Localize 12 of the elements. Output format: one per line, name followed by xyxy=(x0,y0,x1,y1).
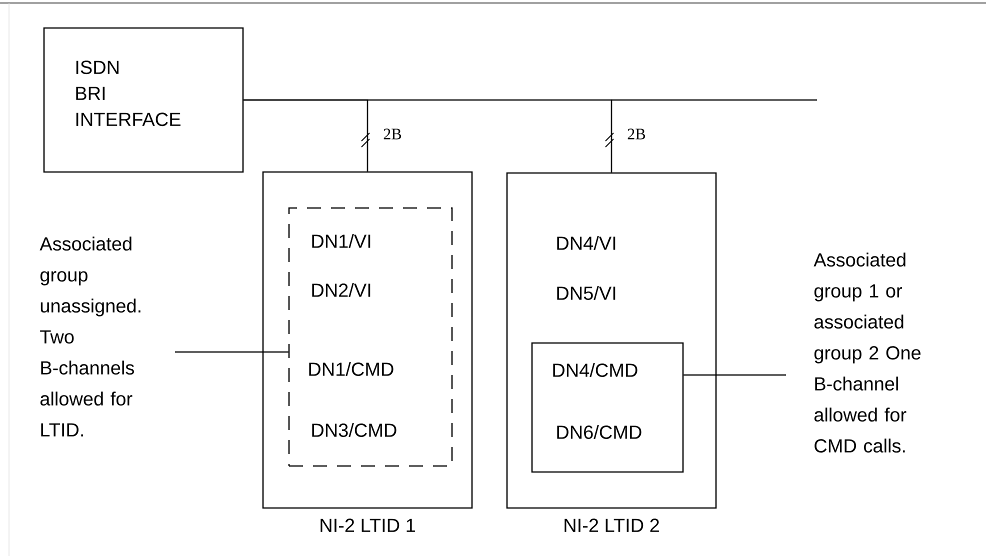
leader-line xyxy=(175,351,288,353)
group-box: DN4/CMD DN6/CMD xyxy=(531,342,684,473)
leader-line xyxy=(684,374,786,376)
bus-connector xyxy=(244,99,614,172)
edge-label: 2B xyxy=(382,128,403,140)
node-label: NI-2 LTID 2 xyxy=(564,518,659,532)
group-box: DN1/VI DN2/VI DN1/CMD DN3/CMD xyxy=(288,207,453,467)
note-text: Associated group unassigned. Two B-channels allowed for LTID. xyxy=(40,236,140,436)
node-label: NI-2 LTID 1 xyxy=(320,518,415,532)
note-text: Associated group 1 or associated group 2 One B-channel allowed for CMD calls. xyxy=(814,252,921,453)
interface-box: ISDN BRI INTERFACE xyxy=(43,27,244,173)
edge-label: 2B xyxy=(626,128,647,140)
